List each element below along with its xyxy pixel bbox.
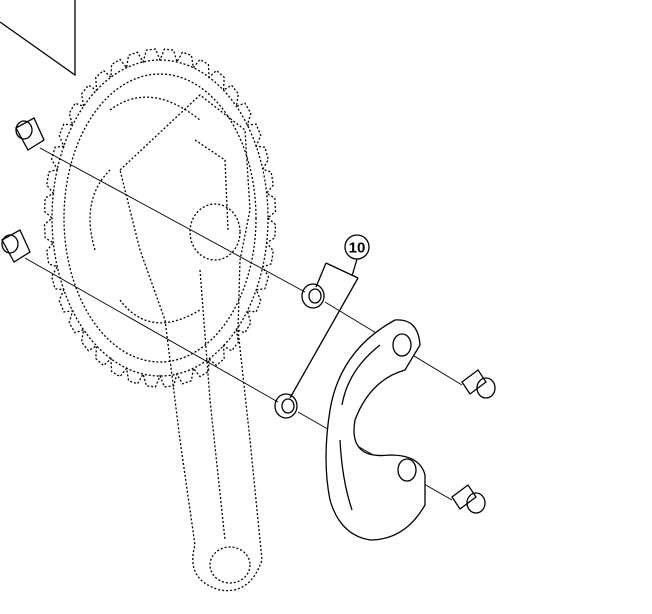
guard-bolt-lower: [451, 484, 486, 514]
chainring-nut-upper: [15, 117, 45, 151]
crank-arm: [119, 94, 263, 592]
chainring: [51, 59, 269, 377]
callout-10-leader: [289, 258, 359, 399]
chainring-guard: [325, 319, 426, 541]
chainring-nut-lower: [1, 229, 31, 263]
chainring-teeth: [43, 48, 277, 388]
inset-box-border: [0, 0, 76, 77]
washer-upper: [301, 283, 325, 309]
callout-10-circle: [344, 234, 370, 260]
guard-bolt-upper: [461, 369, 496, 399]
callout-10-label: 10: [349, 240, 366, 257]
washer-lower: [274, 393, 298, 419]
chainring-tooth-profile: [43, 48, 277, 388]
